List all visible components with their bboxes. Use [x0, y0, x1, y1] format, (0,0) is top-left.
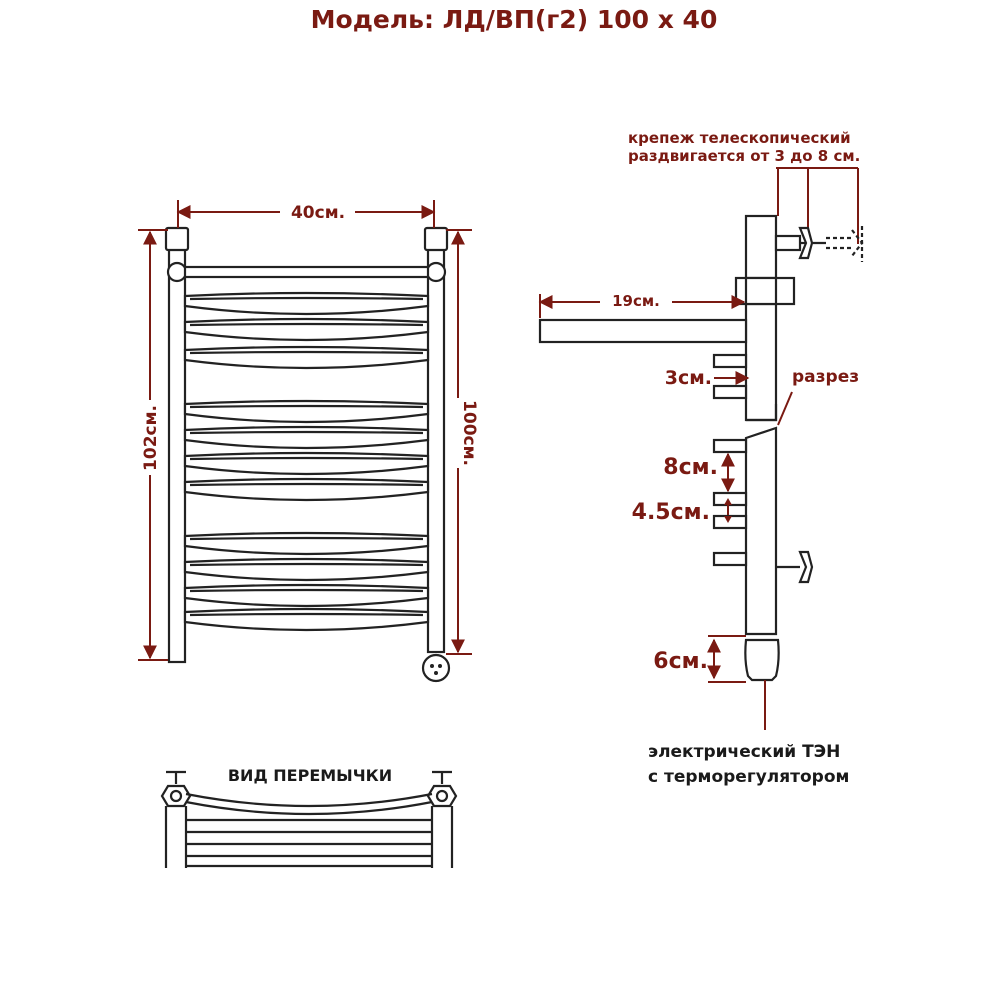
- front-rung-highlight: [189, 296, 424, 301]
- inner-height-label: 100см.: [459, 400, 479, 466]
- mount-label-line2: раздвигается от 3 до 8 см.: [628, 147, 860, 165]
- gap-3-label: 3см.: [665, 367, 712, 389]
- front-rung-highlight: [189, 404, 424, 409]
- front-rung: [183, 531, 430, 556]
- depth-label: 19см.: [612, 292, 660, 310]
- jumper-view-label: ВИД ПЕРЕМЫЧКИ: [228, 766, 392, 785]
- gap-8-label: 8см.: [663, 455, 718, 480]
- jumper-view: ВИД ПЕРЕМЫЧКИ: [160, 766, 458, 868]
- front-rung-highlight: [189, 430, 424, 435]
- section-label: разрез: [792, 367, 859, 387]
- front-rung: [183, 399, 430, 424]
- front-rung-highlight: [189, 350, 424, 355]
- front-rung-highlight: [189, 588, 424, 593]
- front-rung-highlight: [189, 562, 424, 567]
- front-rung-highlight: [189, 612, 424, 617]
- heater-label-line1: электрический ТЭН: [648, 742, 840, 762]
- side-view: крепеж телескопический раздвигается от 3…: [538, 129, 864, 787]
- front-rung: [183, 583, 430, 608]
- front-rung: [183, 425, 430, 450]
- front-rung: [183, 291, 430, 316]
- front-rung: [183, 451, 430, 476]
- front-rung-highlight: [189, 536, 424, 541]
- front-view: 40см. 102см. 100см.: [138, 200, 479, 683]
- gap-45-label: 4.5см.: [632, 500, 710, 525]
- heater-label-line2: с терморегулятором: [648, 767, 849, 787]
- mount-label-line1: крепеж телескопический: [628, 129, 851, 147]
- model-title: Модель: ЛД/ВП(г2) 100 х 40: [311, 5, 718, 34]
- front-rung: [183, 345, 430, 370]
- width-label: 40см.: [291, 203, 345, 223]
- front-rung-highlight: [189, 322, 424, 327]
- front-rungs: [183, 291, 430, 632]
- front-rung: [183, 477, 430, 502]
- front-rung: [183, 607, 430, 632]
- front-rung-highlight: [189, 456, 424, 461]
- front-rung: [183, 317, 430, 342]
- front-rung-highlight: [189, 482, 424, 487]
- front-rung: [183, 557, 430, 582]
- gap-6-label: 6см.: [653, 649, 708, 674]
- total-height-label: 102см.: [141, 405, 161, 471]
